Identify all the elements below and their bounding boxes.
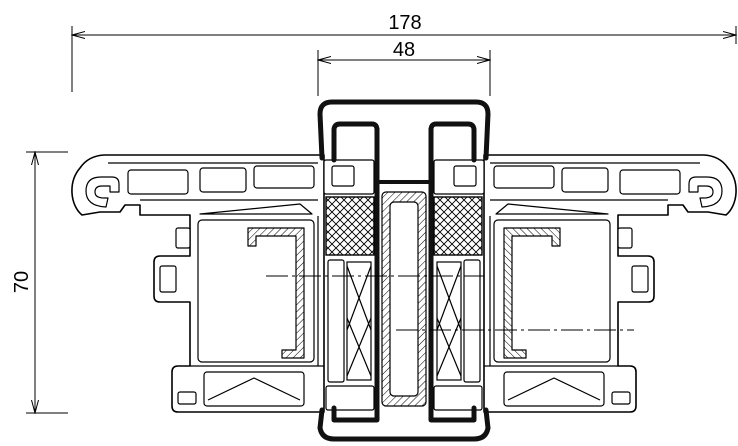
clip-width-value: 48 [393, 39, 415, 61]
dimension-overall-width: 178 [72, 12, 736, 92]
dimension-height: 70 [11, 152, 68, 413]
cap-top-shell [317, 99, 491, 161]
left-frame-profile [71, 154, 375, 413]
dimension-clip-width: 48 [318, 39, 490, 96]
cap-top-hook-right [428, 121, 477, 163]
cap-bottom-shell [317, 407, 491, 442]
coupling-cap [317, 99, 491, 442]
steel-tube-cavity [389, 201, 419, 397]
overall-width-value: 178 [388, 12, 421, 34]
cap-top-hook-left [331, 121, 380, 163]
cap-bottom-hook-right [428, 405, 477, 423]
central-steel-tube [381, 191, 427, 407]
height-value: 70 [11, 271, 33, 293]
cap-bottom-hook-left [331, 405, 380, 423]
right-frame-profile [433, 154, 737, 413]
